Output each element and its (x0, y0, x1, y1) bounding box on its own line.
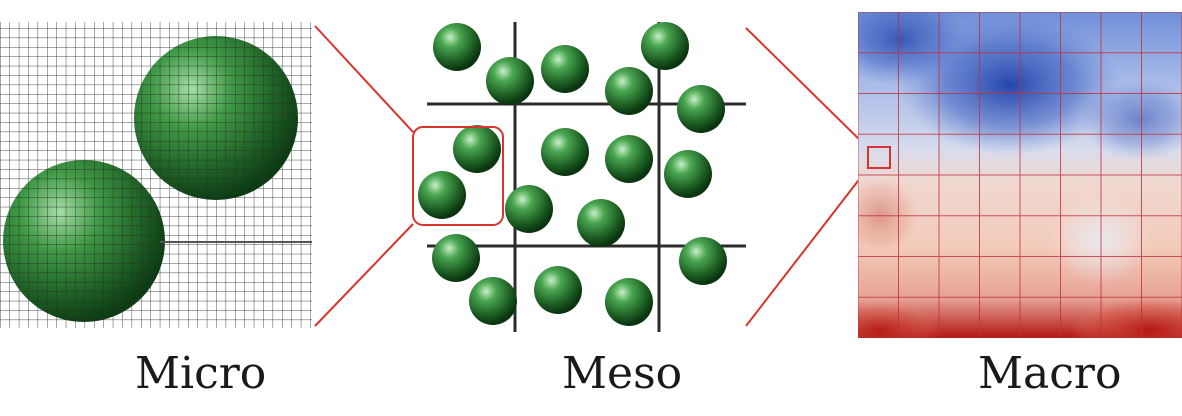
meso-particles (418, 22, 727, 326)
meso-particle (605, 67, 653, 115)
micro-fine-grid (0, 22, 312, 328)
micro-meso-zoom-lines (314, 25, 414, 327)
meso-particle (664, 150, 712, 198)
micro-panel (0, 22, 312, 328)
meso-particle (469, 277, 517, 325)
macro-zoom-box (867, 146, 891, 169)
macro-coarse-grid (858, 12, 1182, 338)
meso-particle (641, 22, 689, 70)
meso-label: Meso (562, 348, 683, 399)
meso-particle (418, 171, 466, 219)
meso-particle (432, 234, 480, 282)
meso-particle (541, 128, 589, 176)
meso-zoom-box (412, 126, 504, 226)
micro-label: Micro (135, 348, 267, 399)
meso-particle (486, 57, 534, 105)
meso-particle (605, 135, 653, 183)
meso-particle (541, 45, 589, 93)
meso-particle (679, 237, 727, 285)
meso-particle (605, 278, 653, 326)
meso-particle (677, 85, 725, 133)
meso-particle (505, 185, 553, 233)
meso-particle (453, 125, 501, 173)
meso-particle (577, 199, 625, 247)
meso-particle (534, 266, 582, 314)
macro-panel (858, 12, 1182, 338)
meso-macro-zoom-lines (745, 27, 869, 327)
macro-label: Macro (978, 348, 1122, 399)
meso-particle (433, 23, 481, 71)
meso-panel (412, 22, 746, 332)
